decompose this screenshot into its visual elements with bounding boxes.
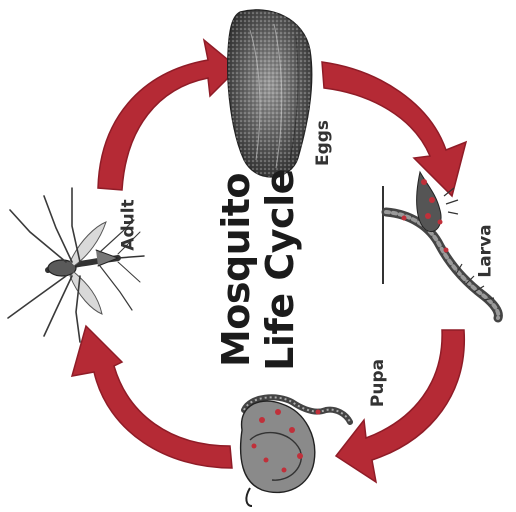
title-line-2: Life Cycle	[258, 169, 302, 371]
adult-label: Adult	[119, 199, 139, 250]
pupa-label: Pupa	[368, 359, 388, 407]
arrow-adult-to-eggs	[98, 40, 238, 190]
arrow-larva-to-pupa	[336, 330, 464, 482]
egg-raft-icon	[228, 10, 312, 177]
pupa-icon	[241, 397, 350, 506]
eggs-label: Eggs	[313, 120, 333, 166]
diagram-title: Mosquito Life Cycle	[214, 169, 302, 371]
larva-label: Larva	[476, 224, 496, 277]
arrow-pupa-to-adult	[72, 326, 232, 468]
title-line-1: Mosquito	[214, 169, 258, 371]
arrow-eggs-to-larva	[322, 62, 466, 196]
